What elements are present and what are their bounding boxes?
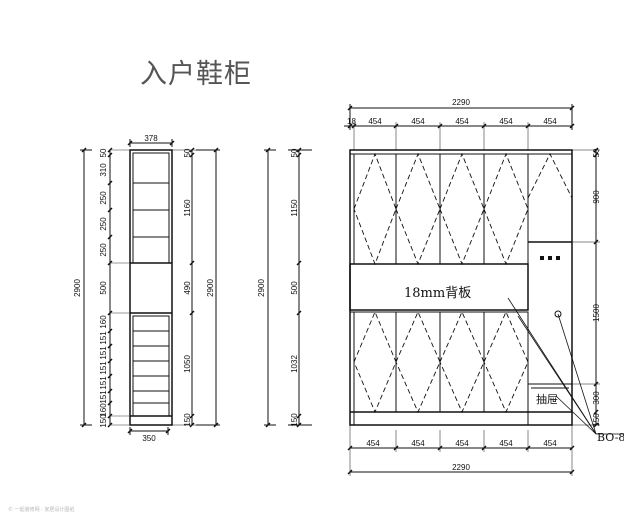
side-right-seg: 50 (183, 148, 192, 157)
side-right-total: 2900 (206, 279, 215, 297)
front-top-seg: 454 (543, 117, 557, 126)
front-right-seg: 900 (592, 190, 601, 204)
side-left-seg: 310 (99, 163, 108, 177)
side-right-segment-labels: 50 1160 490 1050 150 (183, 148, 192, 427)
drawer-label: 抽屉 (536, 392, 558, 406)
side-view (80, 139, 220, 435)
front-view (344, 104, 624, 476)
side-right-seg: 1160 (183, 199, 192, 217)
front-bottom-seg: 454 (455, 439, 469, 448)
middle-segment-labels: 50 1150 500 1032 150 (290, 148, 299, 427)
drawing-title: 入户鞋柜 (140, 59, 252, 90)
side-left-seg: 151 (99, 331, 108, 345)
front-top-seg: 18 (347, 117, 356, 126)
side-left-seg: 151 (99, 361, 108, 375)
side-right-seg: 490 (183, 281, 192, 295)
front-top-seg: 454 (368, 117, 382, 126)
side-left-seg: 160 (99, 315, 108, 329)
side-left-segment-labels: 50 310 250 250 250 500 160 151 151 151 1… (99, 148, 108, 428)
front-top-segment-labels: 18 454 454 454 454 454 (347, 117, 557, 126)
side-height-total: 2900 (73, 279, 82, 297)
watermark: © 一起装修网 · 家居设计图纸 (8, 507, 75, 513)
middle-seg: 50 (290, 148, 299, 157)
side-left-seg: 500 (99, 281, 108, 295)
front-bottom-seg: 454 (499, 439, 513, 448)
back-panel-label: 18mm背板 (404, 286, 471, 301)
middle-height-total: 2900 (257, 279, 266, 297)
side-left-seg: 160 (99, 403, 108, 417)
front-bottom-seg: 454 (411, 439, 425, 448)
side-left-seg: 50 (99, 148, 108, 157)
front-bottom-seg: 454 (366, 439, 380, 448)
side-left-seg: 151 (99, 376, 108, 390)
middle-seg: 150 (290, 413, 299, 427)
side-right-seg: 150 (183, 413, 192, 427)
side-left-seg: 151 (99, 346, 108, 360)
middle-seg: 1032 (290, 355, 299, 373)
side-depth-top: 378 (144, 134, 158, 143)
front-right-segment-labels: 50 900 1500 300 150 (592, 148, 601, 427)
side-depth-bottom: 350 (142, 434, 156, 443)
front-right-seg: 1500 (592, 304, 601, 322)
callout-label: BO-8 (597, 431, 624, 444)
front-width-total-top: 2290 (452, 98, 470, 107)
side-left-seg: 250 (99, 191, 108, 205)
front-bottom-seg: 454 (543, 439, 557, 448)
middle-seg: 1150 (290, 199, 299, 217)
side-right-seg: 1050 (183, 355, 192, 373)
front-right-seg: 300 (592, 391, 601, 405)
side-left-seg: 250 (99, 243, 108, 257)
middle-seg: 500 (290, 281, 299, 295)
front-top-seg: 454 (411, 117, 425, 126)
front-right-seg: 50 (592, 148, 601, 157)
side-left-seg: 151 (99, 390, 108, 404)
front-top-seg: 454 (455, 117, 469, 126)
side-left-seg: 150 (99, 414, 108, 428)
front-top-seg: 454 (499, 117, 513, 126)
front-right-seg: 150 (592, 413, 601, 427)
middle-view (264, 148, 312, 427)
front-width-total-bottom: 2290 (452, 463, 470, 472)
front-bottom-segment-labels: 454 454 454 454 454 (366, 439, 557, 448)
side-left-seg: 250 (99, 217, 108, 231)
